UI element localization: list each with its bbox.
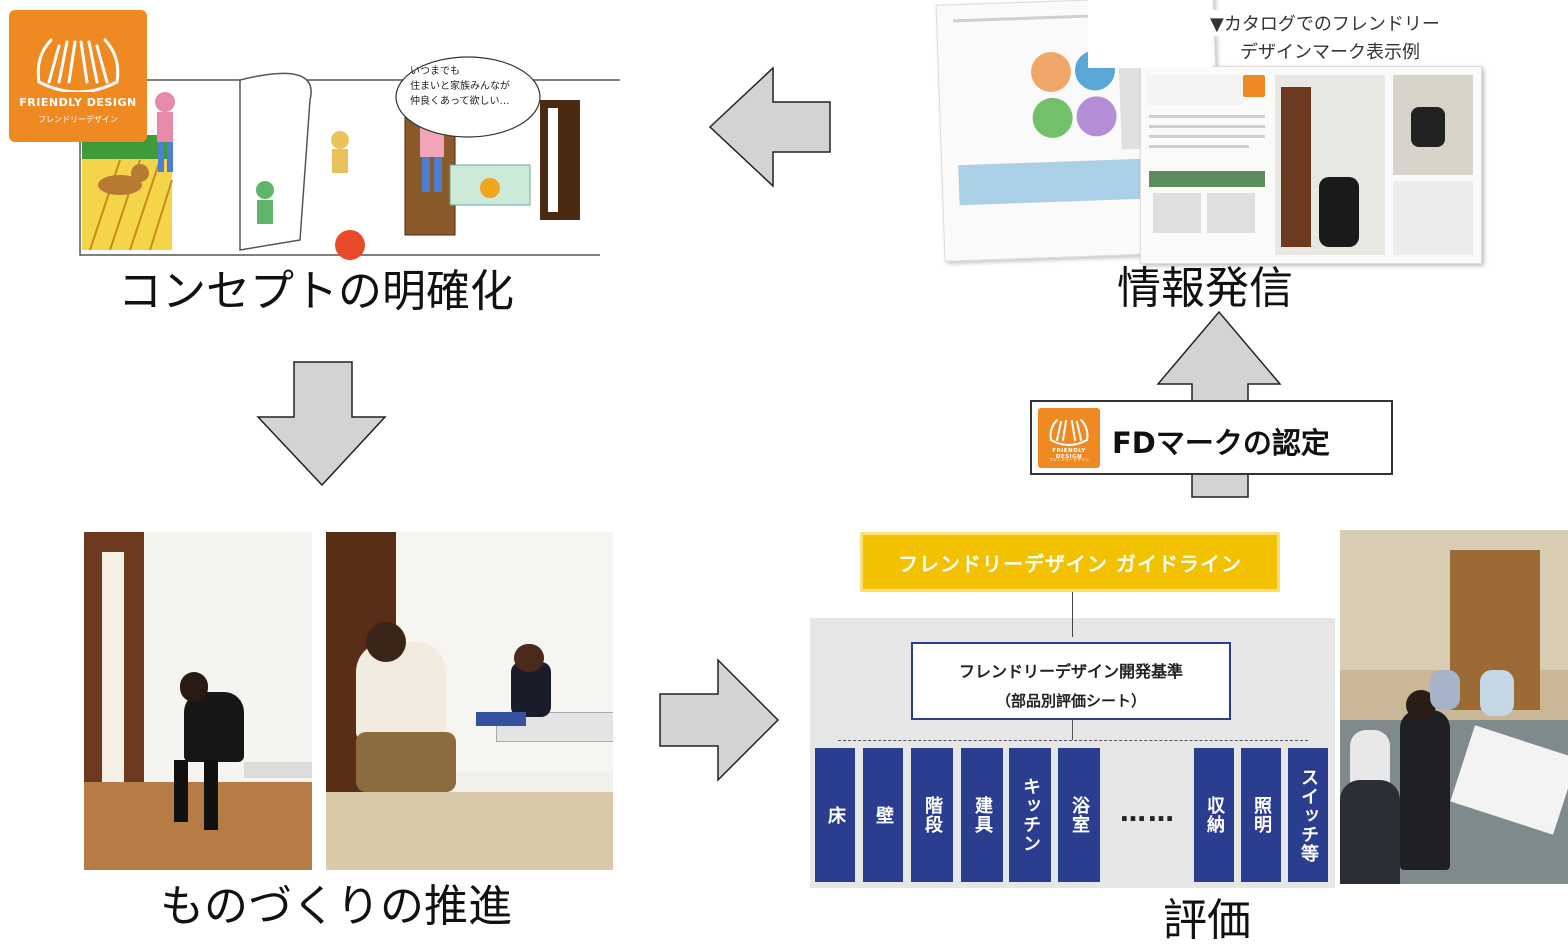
hands-icon-small <box>1049 419 1089 446</box>
category-kitchen: キッチン <box>1009 748 1051 882</box>
house-interior-illustration <box>79 56 620 260</box>
step-info-label: 情報発信 <box>1117 263 1293 314</box>
step-evaluation-label: 評価 <box>1163 895 1251 946</box>
catalog-page-front <box>1140 66 1482 264</box>
fd-mark-logo-brand: FRIENDLY DESIGN <box>1052 448 1086 460</box>
category-wall: 壁 <box>863 748 903 882</box>
fd-mark-logo: FRIENDLY DESIGN フレンドリーデザイン <box>1038 408 1100 468</box>
fd-mark-logo-kana: フレンドリーデザイン <box>1049 457 1089 462</box>
fd-mark-label: FDマークの認定 <box>1112 426 1330 460</box>
category-floor: 床 <box>815 748 855 882</box>
speech-bubble-text: いつまでも 住まいと家族みんなが 仲良くあって欲しい… <box>410 66 510 107</box>
photo-mother-child <box>326 532 613 870</box>
standard-line2: （部品別評価シート） <box>995 692 1146 710</box>
arrow-down <box>256 361 387 487</box>
categories-ellipsis: …… <box>1120 798 1176 828</box>
logo-kana: フレンドリーデザイン <box>38 115 118 124</box>
category-lighting: 照明 <box>1241 748 1281 882</box>
development-standard-box: フレンドリーデザイン開発基準 （部品別評価シート） <box>911 642 1231 720</box>
category-storage: 収納 <box>1194 748 1234 882</box>
photo-woman-boots <box>84 532 312 870</box>
guideline-banner-text: フレンドリーデザイン ガイドライン <box>898 551 1242 576</box>
step-concept-label: コンセプトの明確化 <box>118 266 514 317</box>
category-stairs: 階段 <box>911 748 953 882</box>
fd-mark-certification-box: FRIENDLY DESIGN フレンドリーデザイン FDマークの認定 <box>1030 400 1393 475</box>
category-fittings: 建具 <box>961 748 1003 882</box>
step-manufacturing-label: ものづくりの推進 <box>160 881 512 932</box>
catalog-heading-line2: デザインマーク表示例 <box>1240 38 1420 64</box>
standard-line1: フレンドリーデザイン開発基準 <box>958 662 1183 681</box>
category-bathroom: 浴室 <box>1058 748 1100 882</box>
catalog-heading-line1: ▼カタログでのフレンドリー <box>1210 10 1440 36</box>
friendly-design-logo: FRIENDLY DESIGN フレンドリーデザイン <box>9 10 147 142</box>
catalog-example: ▼カタログでのフレンドリー デザインマーク表示例 <box>920 0 1482 264</box>
arrow-right <box>659 658 780 782</box>
arrow-left <box>708 66 831 188</box>
concept-illustration: いつまでも 住まいと家族みんなが 仲良くあって欲しい… <box>60 40 620 265</box>
guideline-banner: フレンドリーデザイン ガイドライン <box>860 532 1280 592</box>
photo-evaluation-meeting <box>1340 530 1568 884</box>
hands-icon <box>36 38 120 92</box>
logo-brand: FRIENDLY DESIGN <box>19 96 137 109</box>
category-switches: スイッチ等 <box>1288 748 1328 882</box>
